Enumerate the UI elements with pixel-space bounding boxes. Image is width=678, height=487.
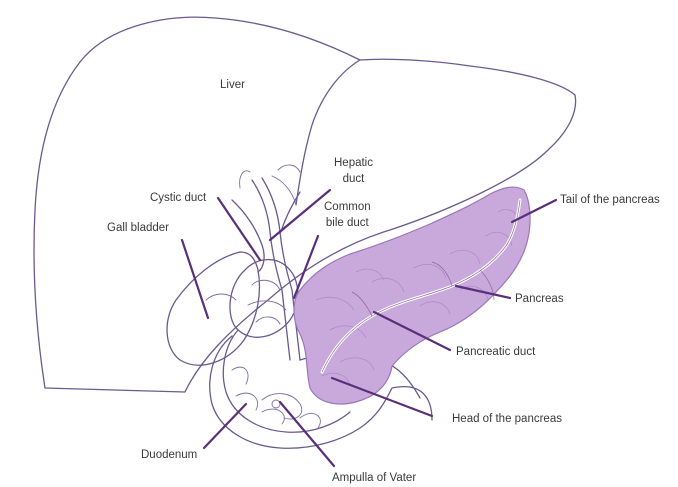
label-pancreatic-duct: Pancreatic duct xyxy=(456,345,535,361)
label-tail-of-pancreas: Tail of the pancreas xyxy=(560,193,660,209)
label-liver: Liver xyxy=(220,78,245,94)
label-gall-bladder: Gall bladder xyxy=(107,221,169,237)
label-ampulla-of-vater: Ampulla of Vater xyxy=(332,471,416,487)
label-common-bile-duct-line1: Common xyxy=(324,200,371,216)
label-duodenum: Duodenum xyxy=(141,448,197,464)
label-head-of-pancreas: Head of the pancreas xyxy=(452,412,562,428)
label-cystic-duct: Cystic duct xyxy=(150,191,206,207)
label-hepatic-duct-line1: Hepatic xyxy=(334,156,373,172)
label-pancreas: Pancreas xyxy=(515,292,564,308)
leader-gall-bladder xyxy=(182,240,208,318)
label-hepatic-duct-line2: duct xyxy=(334,172,373,188)
leader-ampulla xyxy=(280,402,334,466)
label-hepatic-duct: Hepatic duct xyxy=(334,156,373,187)
leader-hepatic-duct xyxy=(270,190,330,240)
label-common-bile-duct: Common bile duct xyxy=(324,200,371,231)
leader-duodenum xyxy=(204,404,246,448)
label-common-bile-duct-line2: bile duct xyxy=(324,216,371,232)
bile-ducts xyxy=(232,165,300,360)
